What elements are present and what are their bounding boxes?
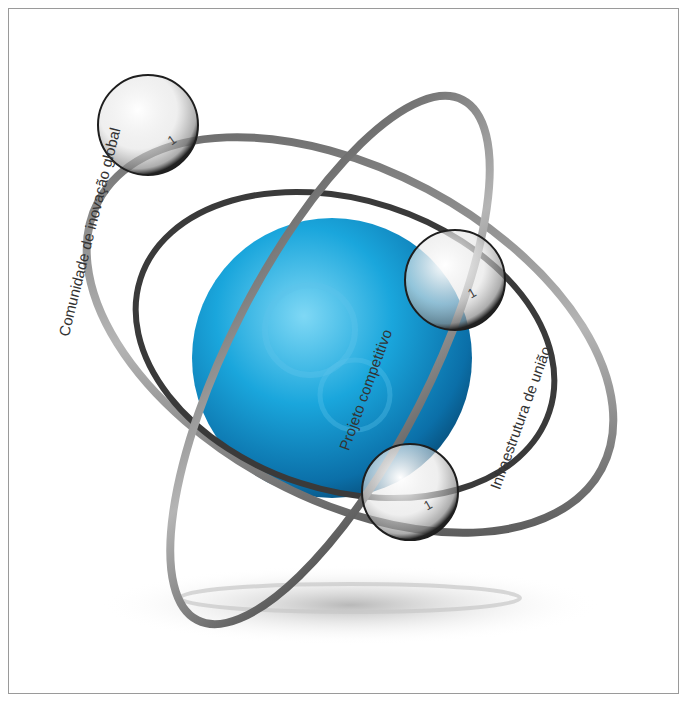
orbit-label: Comunidade de inovação global	[56, 126, 124, 338]
